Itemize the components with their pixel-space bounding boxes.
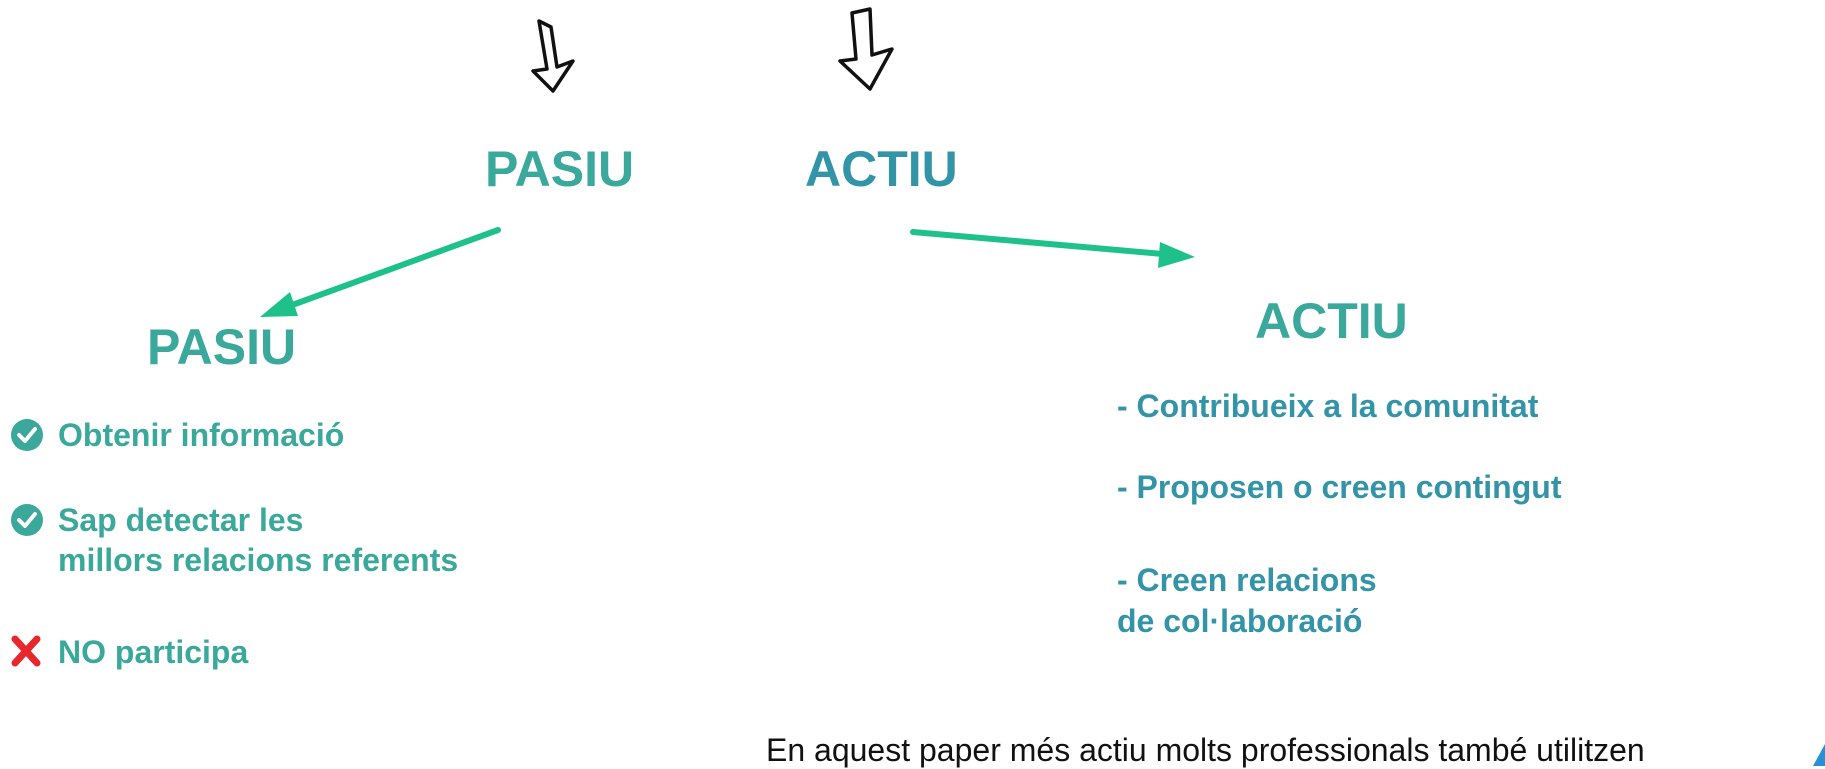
active-title: ACTIU [1255, 293, 1408, 349]
arrow-to-passive [260, 227, 501, 317]
check-circle-icon [11, 504, 43, 536]
passive-title: PASIU [147, 319, 297, 375]
corner-triangle-icon [1813, 744, 1825, 766]
caption-text: En aquest paper més actiu molts professi… [766, 732, 1645, 768]
passive-item-2-line-1: Sap detectar les [58, 502, 304, 538]
active-item-3-line-1: - Creen relacions [1117, 562, 1377, 598]
arrow-to-active [910, 229, 1195, 268]
hollow-down-arrow-icon [531, 19, 575, 93]
active-item-1: - Contribueix a la comunitat [1117, 388, 1539, 424]
passive-item-2-line-2: millors relacions referents [58, 542, 459, 578]
red-x-icon [11, 635, 41, 667]
check-circle-icon [11, 419, 43, 451]
active-item-2: - Proposen o creen contingut [1117, 469, 1562, 505]
top-active-label: ACTIU [805, 141, 958, 197]
top-passive-label: PASIU [485, 141, 635, 197]
passive-item-1: Obtenir informació [58, 417, 345, 453]
active-item-3-line-2: de col·laboració [1117, 603, 1363, 639]
passive-item-3: NO participa [58, 634, 249, 670]
hollow-down-arrow-icon [838, 7, 894, 91]
